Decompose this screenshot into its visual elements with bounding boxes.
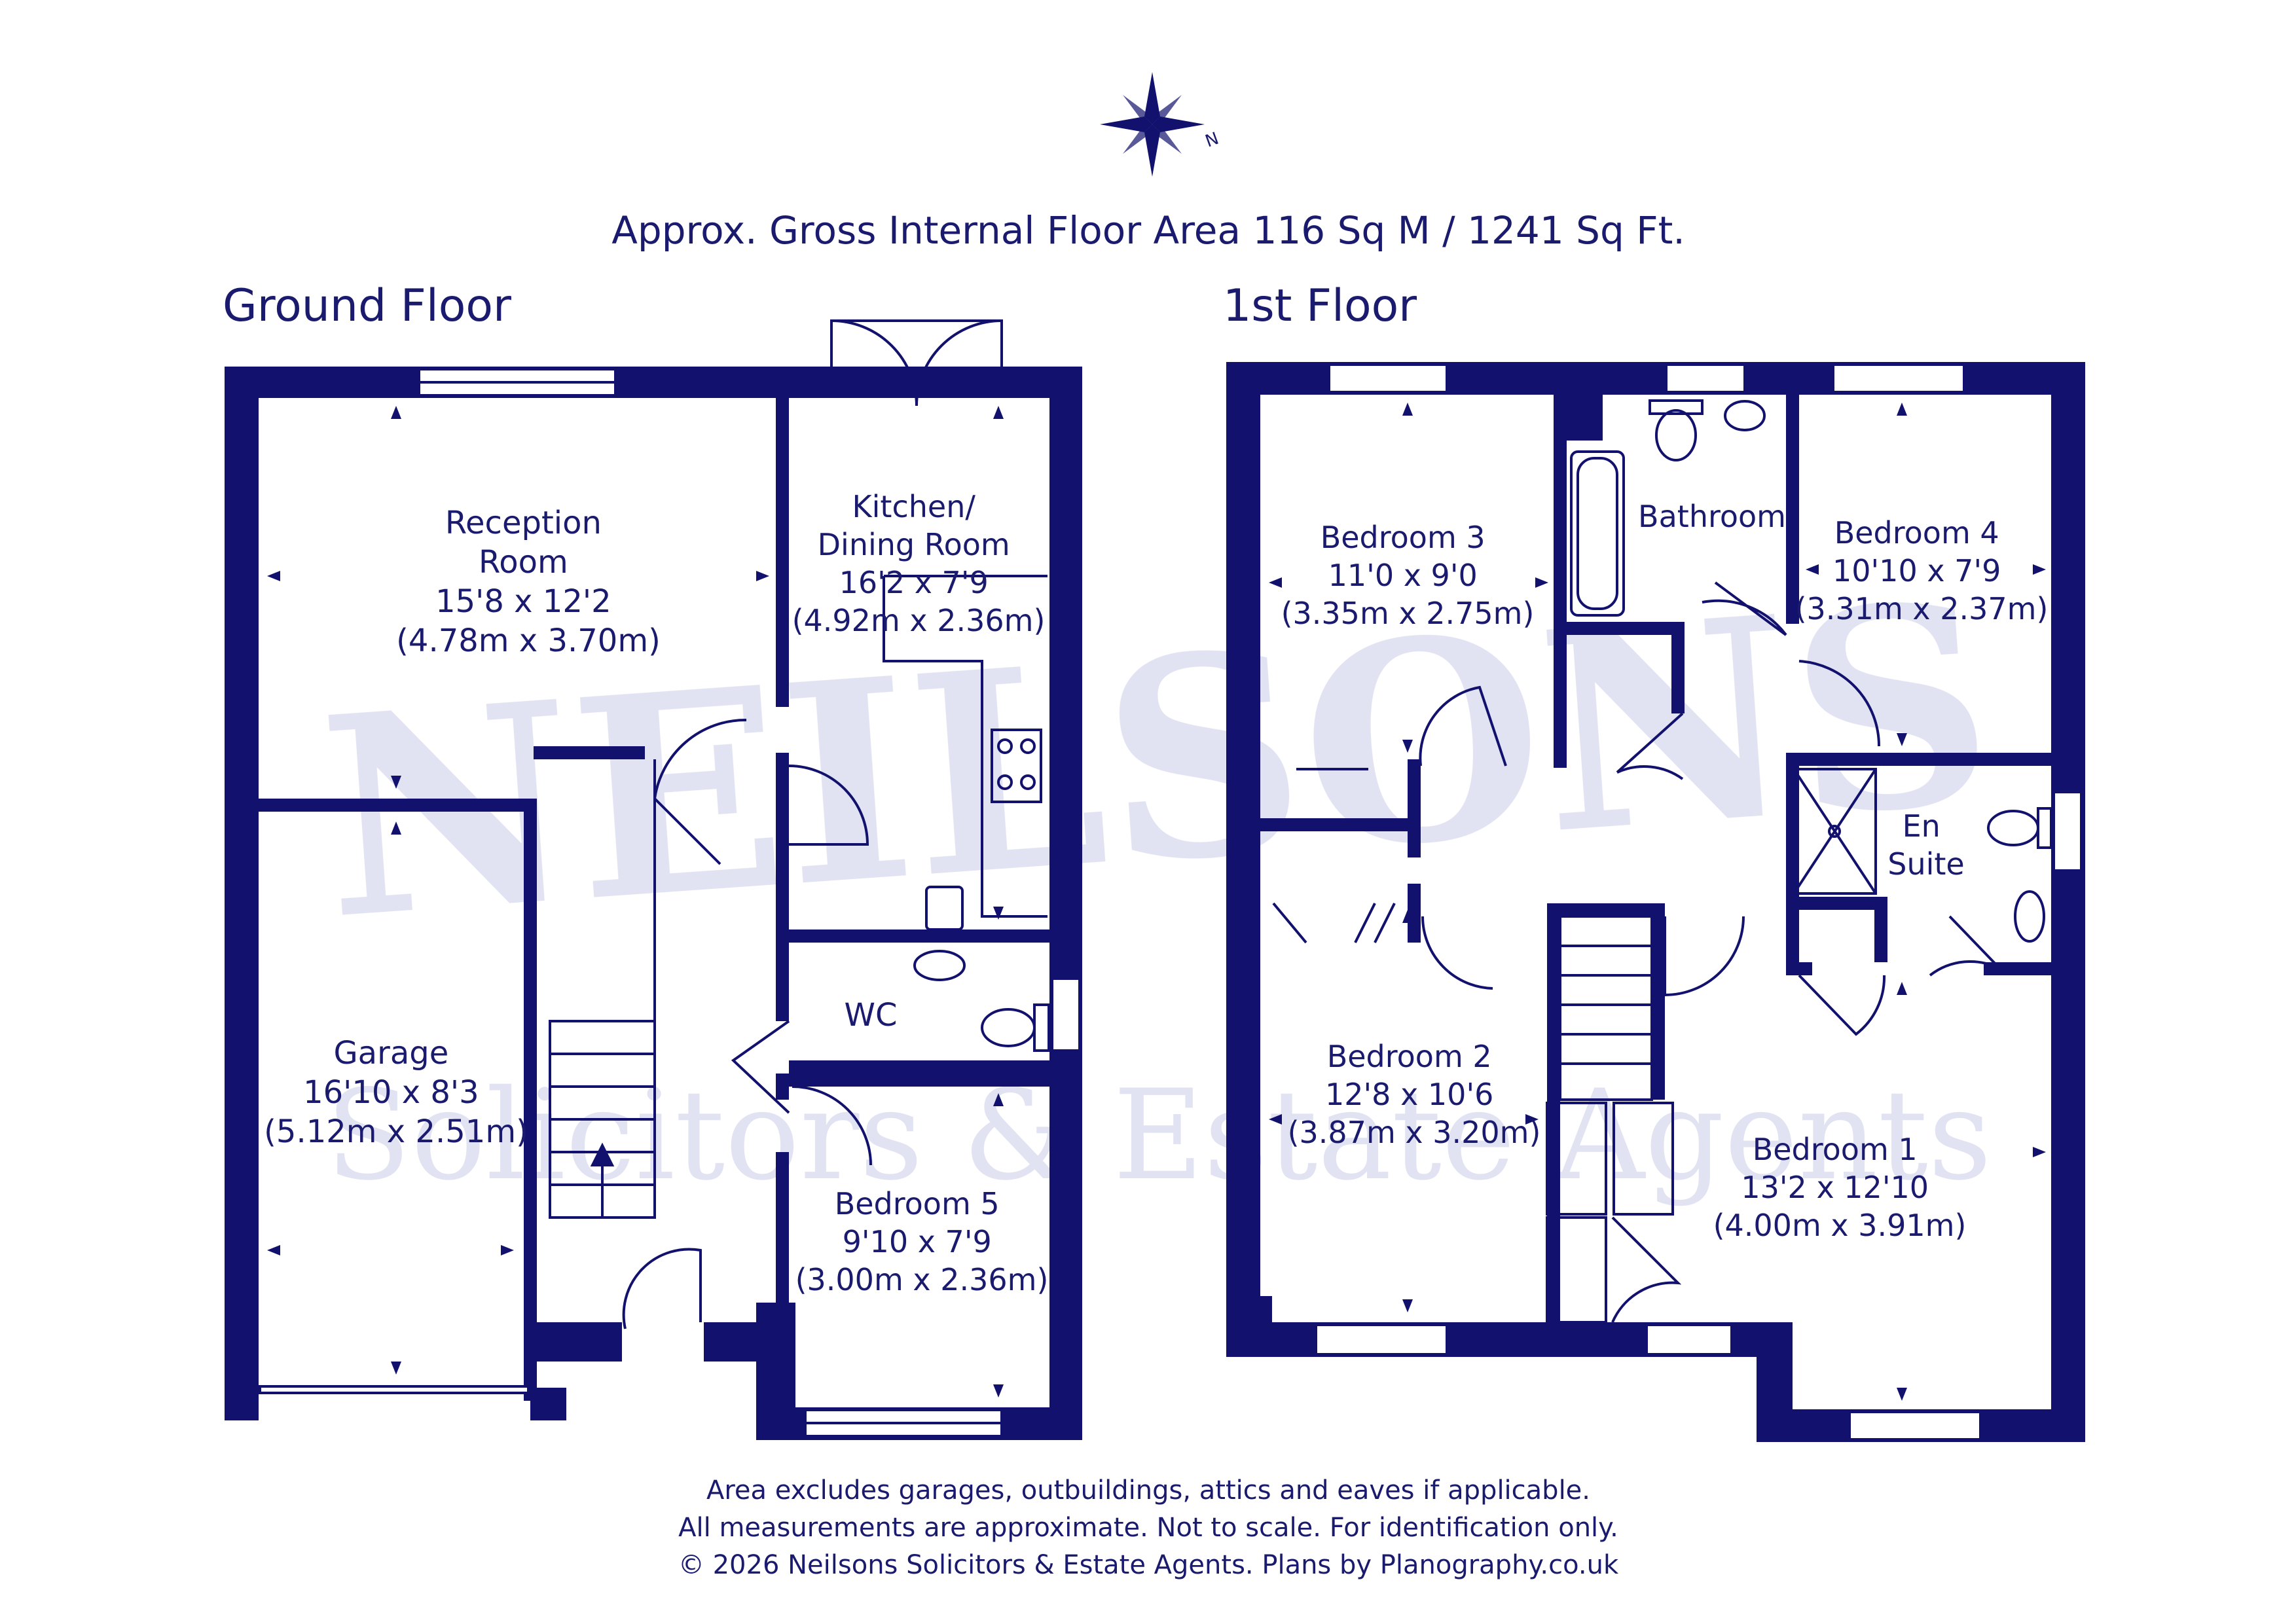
ground-stairs <box>549 759 656 1219</box>
toilet-icon <box>1655 409 1697 461</box>
kitchen-units <box>883 575 1048 931</box>
bedroom-1-label: Bedroom 1 13'2 x 12'10 (4.00m x 3.91m) <box>1713 1132 1967 1243</box>
footer-notes: Area excludes garages, outbuildings, att… <box>678 1475 1619 1580</box>
kitchen-label: Kitchen/ Dining Room 16'2 x 7'9 (4.92m x… <box>792 489 1046 638</box>
ground-doors <box>622 718 872 1329</box>
ground-dimension-arrows <box>267 406 1004 1398</box>
first-floor-fixtures <box>1272 399 2052 1324</box>
kitchen-french-doors <box>830 319 1003 406</box>
first-floor-title: 1st Floor <box>1223 280 1417 332</box>
first-floor-doors <box>1419 581 2001 1323</box>
footer-line: Area excludes garages, outbuildings, att… <box>706 1475 1590 1506</box>
sink-icon <box>925 886 964 931</box>
ground-floor-openings <box>259 368 1081 1437</box>
bedroom-2-label: Bedroom 2 12'8 x 10'6 (3.87m x 3.20m) <box>1288 1039 1541 1150</box>
first-floor-openings <box>1315 363 2083 1441</box>
garage-label: Garage 16'10 x 8'3 (5.12m x 2.51m) <box>264 1035 528 1150</box>
basin-icon <box>1724 400 1766 431</box>
basin-icon <box>913 950 966 981</box>
bedroom-4-label: Bedroom 4 10'10 x 7'9 (3.31m x 2.37m) <box>1795 515 2049 626</box>
en-suite-label: En Suite <box>1887 808 1964 882</box>
first-floor-dimension-arrows <box>1269 403 2046 1401</box>
compass-icon: N <box>1100 72 1222 177</box>
compass-letter: N <box>1203 129 1222 152</box>
wc-label: WC <box>845 997 898 1034</box>
wc-fixtures <box>913 950 1050 1052</box>
room-labels: Reception Room 15'8 x 12'2 (4.78m x 3.70… <box>264 489 2048 1297</box>
watermark: NEILSONS Solicitors & Estate Agents <box>312 543 2001 1208</box>
toilet-icon <box>981 1008 1036 1047</box>
reception-room-label: Reception Room 15'8 x 12'2 (4.78m x 3.70… <box>396 505 661 659</box>
bath-icon <box>1570 450 1625 617</box>
footer-line: All measurements are approximate. Not to… <box>678 1513 1618 1543</box>
page-title: Approx. Gross Internal Floor Area 116 Sq… <box>611 208 1685 253</box>
bedroom-3-label: Bedroom 3 11'0 x 9'0 (3.35m x 2.75m) <box>1281 520 1535 631</box>
hob-icon <box>991 729 1042 803</box>
bedroom-5-label: Bedroom 5 9'10 x 7'9 (3.00m x 2.36m) <box>795 1186 1049 1297</box>
basin-icon <box>2014 890 2045 943</box>
footer-line: © 2026 Neilsons Solicitors & Estate Agen… <box>678 1550 1619 1580</box>
shower-icon <box>1793 768 1877 895</box>
first-stairs <box>1559 915 1653 1101</box>
ground-floor-title: Ground Floor <box>223 280 511 332</box>
bathroom-label: Bathroom <box>1638 499 1786 534</box>
